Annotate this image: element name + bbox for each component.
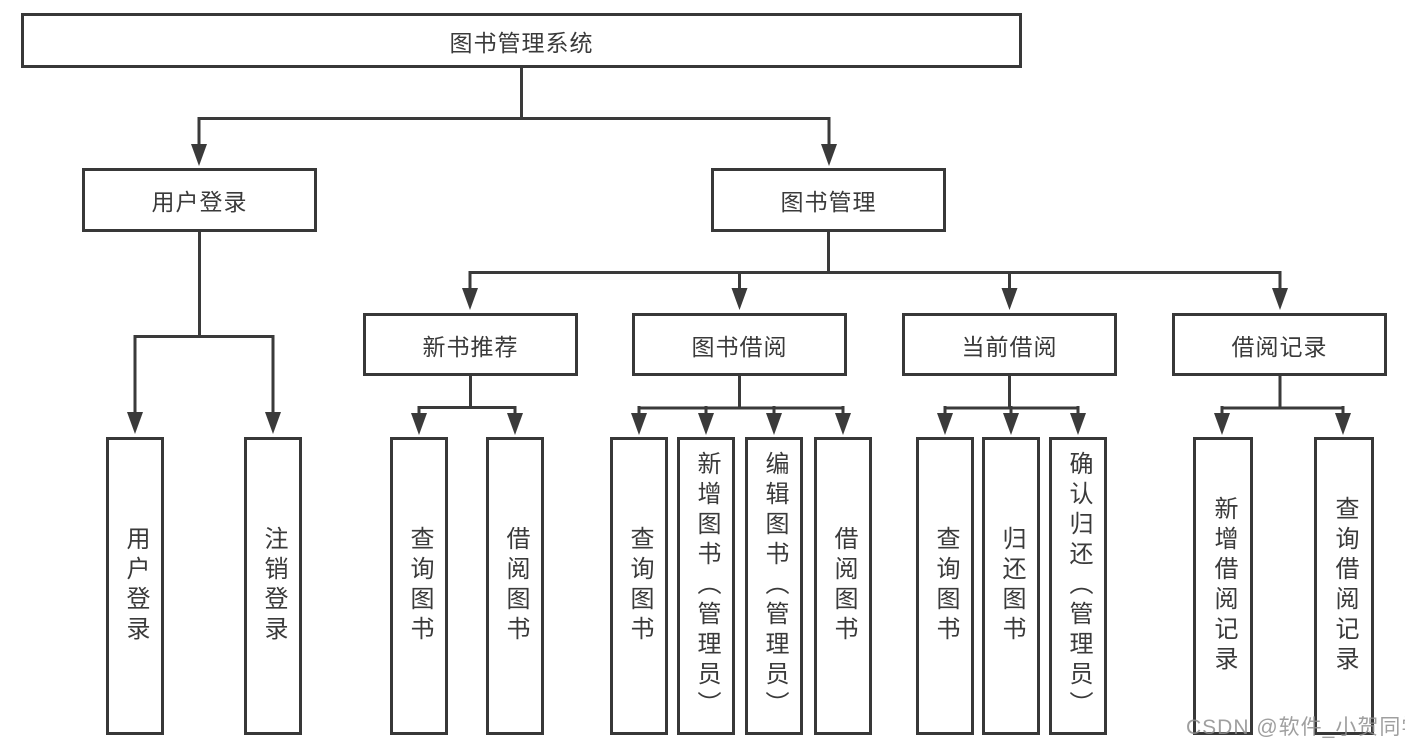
leaf-label: 查询图书 [932, 526, 959, 646]
node-user-login: 用户登录 [82, 168, 317, 232]
leaf-nbr-borrow-books: 借阅图书 [486, 437, 544, 735]
connector-book-management [462, 232, 1288, 310]
csdn-watermark: CSDN @软件_小贺同学 [1186, 716, 1405, 739]
leaf-cb-confirm-return-admin: 确认归还（管理员） [1049, 437, 1107, 735]
leaf-label: 归还图书 [998, 526, 1025, 646]
node-book-management: 图书管理 [711, 168, 946, 232]
connector-current-borrow [937, 376, 1086, 435]
leaf-label: 编辑图书（管理员） [761, 451, 788, 721]
leaf-bb-borrow-books: 借阅图书 [814, 437, 872, 735]
connector-root [191, 68, 837, 166]
connector-user-login [127, 232, 281, 434]
leaf-label: 查询借阅记录 [1331, 496, 1358, 676]
connector-new-book [411, 376, 523, 435]
leaf-user-login: 用户登录 [106, 437, 164, 735]
connector-book-borrow [631, 376, 851, 435]
node-root-library-management-system: 图书管理系统 [21, 13, 1022, 68]
leaf-label: 借阅图书 [502, 526, 529, 646]
leaf-label: 查询图书 [626, 526, 653, 646]
node-borrow-records: 借阅记录 [1172, 313, 1387, 376]
leaf-label: 确认归还（管理员） [1065, 451, 1092, 721]
leaf-label: 新增图书（管理员） [693, 451, 720, 721]
leaf-br-add-record: 新增借阅记录 [1193, 437, 1253, 735]
leaf-bb-edit-books-admin: 编辑图书（管理员） [745, 437, 803, 735]
leaf-label: 注销登录 [260, 526, 287, 646]
leaf-br-query-record: 查询借阅记录 [1314, 437, 1374, 735]
leaf-cb-return-books: 归还图书 [982, 437, 1040, 735]
leaf-nbr-query-books: 查询图书 [390, 437, 448, 735]
leaf-cb-query-books: 查询图书 [916, 437, 974, 735]
node-current-borrow: 当前借阅 [902, 313, 1117, 376]
leaf-label: 新增借阅记录 [1210, 496, 1237, 676]
connector-borrow-records [1214, 376, 1351, 435]
leaf-bb-query-books: 查询图书 [610, 437, 668, 735]
leaf-label: 借阅图书 [830, 526, 857, 646]
node-new-book-recommend: 新书推荐 [363, 313, 578, 376]
leaf-label: 查询图书 [406, 526, 433, 646]
leaf-bb-add-books-admin: 新增图书（管理员） [677, 437, 735, 735]
leaf-label: 用户登录 [122, 526, 149, 646]
node-book-borrow: 图书借阅 [632, 313, 847, 376]
leaf-logout: 注销登录 [244, 437, 302, 735]
